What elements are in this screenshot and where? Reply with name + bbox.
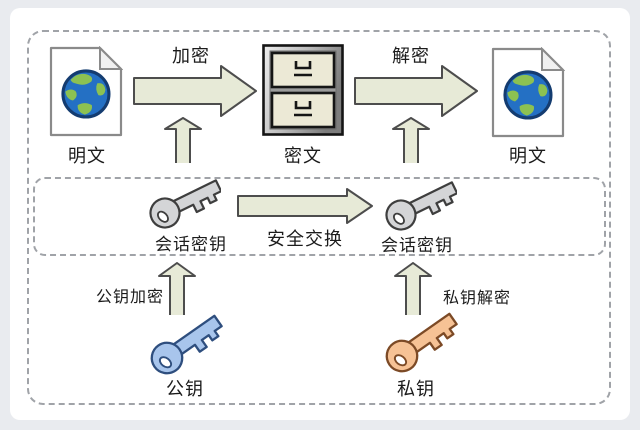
public-key-encrypt-label: 公钥加密 [95, 287, 165, 306]
private-key-icon [384, 311, 458, 375]
secure-exchange-arrow-icon [237, 188, 373, 224]
private-key-label: 私钥 [397, 379, 435, 400]
decrypt-arrow-icon [354, 65, 478, 117]
public-key-up-arrow-icon [158, 262, 196, 315]
plaintext-right-label: 明文 [509, 146, 547, 167]
session-key-icon-right [385, 181, 457, 231]
public-key-icon [149, 313, 223, 377]
ciphertext-cabinet-icon [262, 44, 344, 136]
encrypt-arrow-icon [133, 65, 257, 117]
private-key-decrypt-label: 私钥解密 [442, 288, 512, 307]
decrypt-label: 解密 [392, 46, 430, 67]
session-key-dashed-band [33, 177, 606, 256]
encrypt-label: 加密 [172, 46, 210, 67]
ciphertext-label: 密文 [284, 146, 322, 167]
globe-icon [503, 70, 553, 120]
session-key-right-label: 会话密钥 [381, 236, 453, 256]
session-key-icon-left [149, 179, 221, 229]
plaintext-left-label: 明文 [68, 146, 106, 167]
secure-exchange-label: 安全交换 [267, 229, 343, 250]
session-key-up-arrow-left-icon [164, 117, 202, 163]
session-key-left-label: 会话密钥 [155, 235, 227, 255]
plaintext-document-icon [491, 47, 565, 138]
session-key-up-arrow-right-icon [392, 117, 430, 163]
plaintext-document-icon [49, 46, 123, 137]
private-key-up-arrow-icon [394, 262, 432, 315]
globe-icon [61, 69, 111, 119]
public-key-label: 公钥 [166, 379, 204, 400]
outer-dashed-frame [27, 30, 611, 405]
